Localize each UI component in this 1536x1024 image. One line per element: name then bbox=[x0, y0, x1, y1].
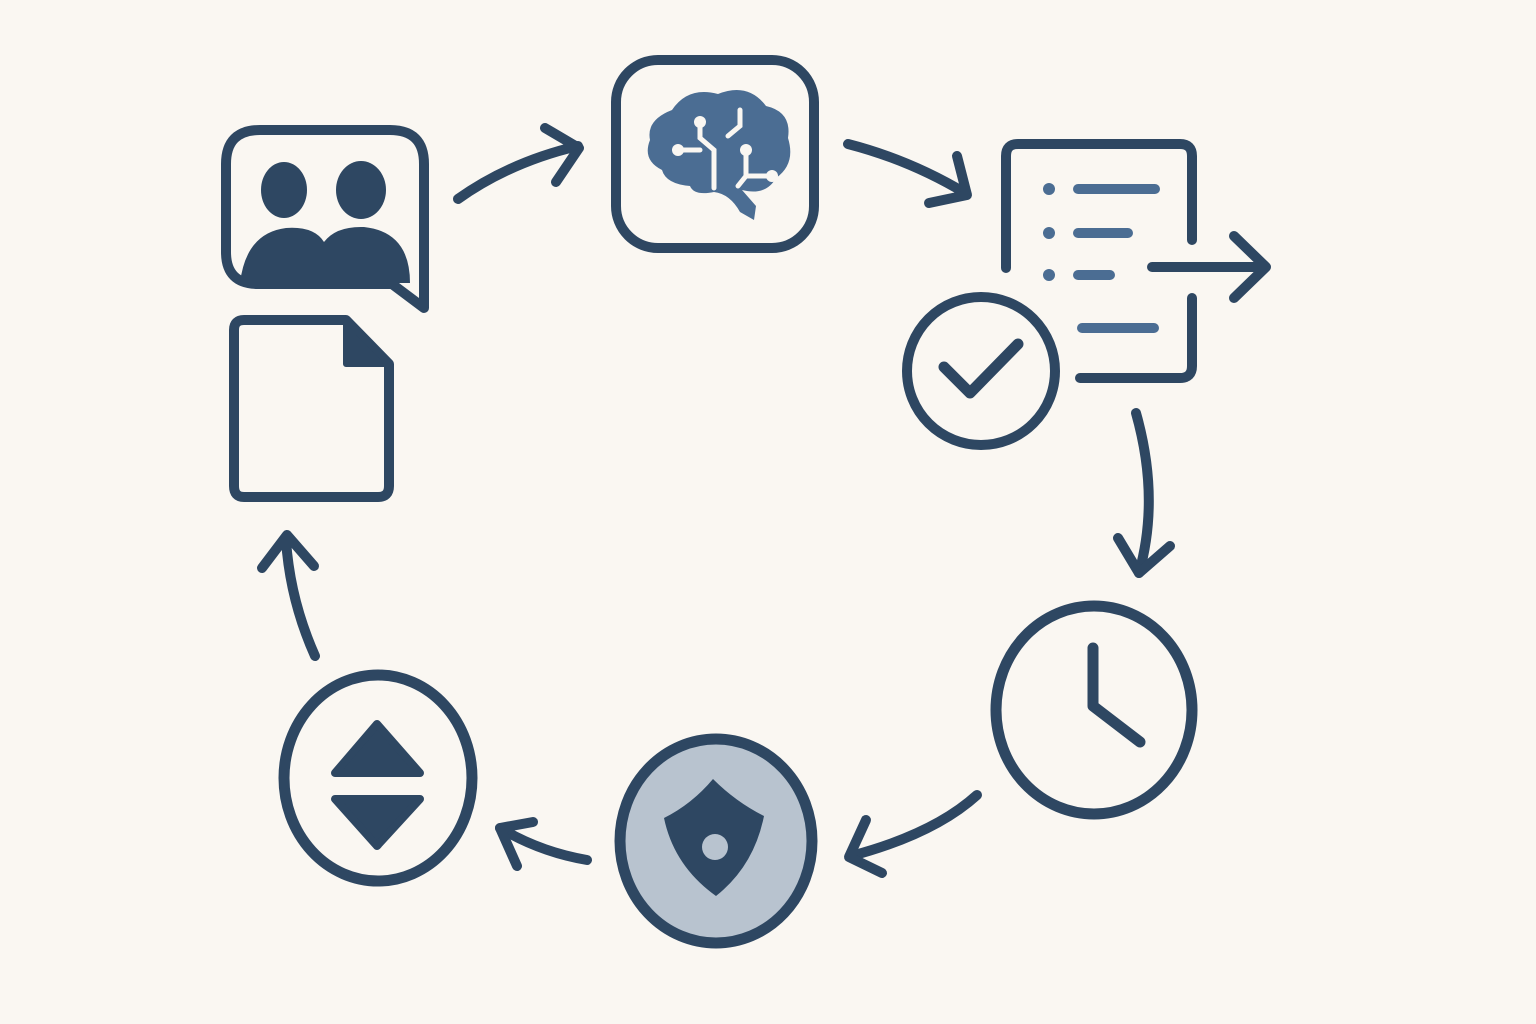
checklist-check-export-icon bbox=[902, 139, 1271, 450]
brain-circuit-icon bbox=[611, 55, 819, 253]
flow-arrow-ai-to-checklist bbox=[843, 139, 972, 208]
people-chat-icon bbox=[221, 125, 429, 313]
clock-icon bbox=[990, 600, 1198, 820]
flow-arrow-target-to-updown bbox=[495, 817, 592, 871]
flow-arrow-clock-to-target bbox=[844, 790, 982, 878]
flow-arrow-discussion-to-ai bbox=[453, 123, 584, 204]
flow-arrow-checklist-to-clock bbox=[1113, 408, 1175, 578]
blank-document-icon bbox=[229, 315, 394, 502]
flow-arrow-updown-to-document bbox=[257, 530, 320, 661]
up-down-icon bbox=[278, 669, 478, 887]
eye-target-icon bbox=[614, 733, 818, 949]
